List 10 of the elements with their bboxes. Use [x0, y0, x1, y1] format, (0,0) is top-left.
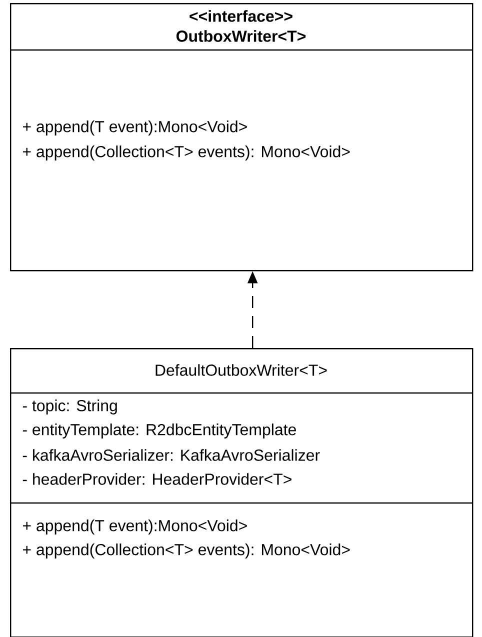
method-text: + append(Collection<T> events): Mono<Void>	[22, 544, 350, 558]
attribute-text: - entityTemplate: R2dbcEntityTemplate	[22, 424, 296, 438]
attribute-text: - topic: String	[22, 400, 117, 414]
method-text: + append(T event):Mono<Void>	[22, 120, 247, 136]
class-name: <<interface>> OutboxWriter<T>	[176, 10, 306, 42]
method-text: + append(T event):Mono<Void>	[22, 520, 247, 534]
class-name: DefaultOutboxWriter<T>	[156, 364, 327, 376]
attribute-text: - kafkaAvroSerializer: KafkaAvroSerializer	[22, 449, 320, 461]
method-text: + append(Collection<T> events): Mono<Void>	[22, 146, 350, 160]
attribute-text: - headerProvider: HeaderProvider<T>	[22, 473, 292, 485]
